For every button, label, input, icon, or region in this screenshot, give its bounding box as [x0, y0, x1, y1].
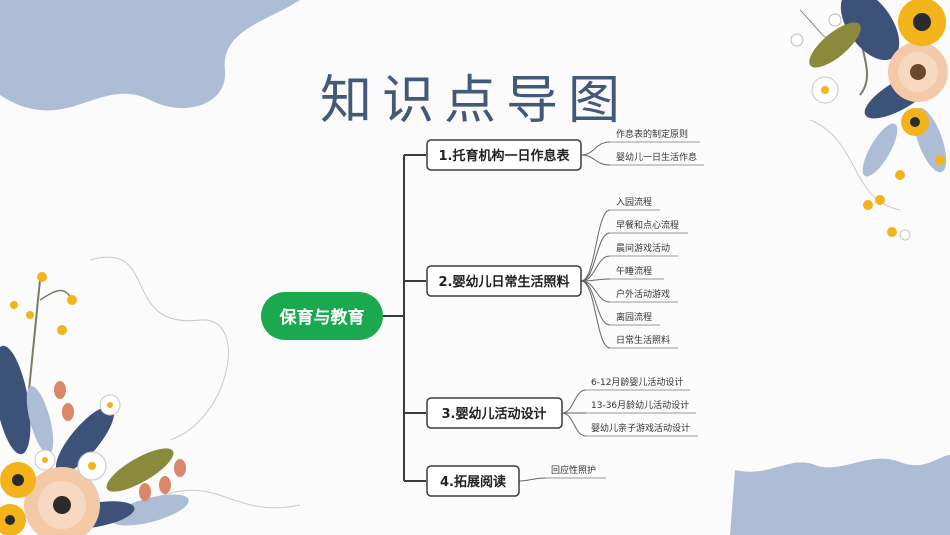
root-label: 保育与教育 — [279, 307, 365, 328]
branch-label-3: 3.婴幼儿活动设计 — [442, 406, 547, 422]
leaf-label: 婴幼儿亲子游戏活动设计 — [591, 422, 690, 434]
leaf-label: 早餐和点心流程 — [616, 219, 679, 231]
page-title: 知识点导图 — [319, 71, 630, 131]
leaf-labels: 作息表的制定原则 婴幼儿一日生活作息 入园流程 早餐和点心流程 晨间游戏活动 午… — [551, 128, 697, 476]
branch-node-4[interactable]: 4.拓展阅读 — [426, 465, 520, 497]
leaf-label: 入园流程 — [616, 196, 652, 208]
mindmap-root-node[interactable]: 保育与教育 — [261, 292, 383, 340]
leaf-label: 晨间游戏活动 — [616, 242, 670, 254]
top-left-blob — [0, 0, 300, 111]
leaf-label: 离园流程 — [616, 311, 652, 323]
leaf-label: 午睡流程 — [616, 265, 652, 277]
leaf-label: 回应性照护 — [551, 464, 596, 476]
bottom-right-blob — [730, 455, 950, 535]
top-right-floral — [790, 0, 948, 241]
mindmap-connectors — [383, 154, 426, 482]
curve-line-right — [809, 119, 901, 211]
bottom-left-floral — [0, 272, 189, 535]
curve-line-left — [89, 256, 229, 441]
branch-label-2: 2.婴幼儿日常生活照料 — [439, 274, 570, 290]
mindmap-leaf-underlines — [546, 141, 704, 479]
leaf-label: 婴幼儿一日生活作息 — [616, 151, 697, 163]
branch-label-4: 4.拓展阅读 — [440, 474, 506, 490]
leaf-label: 13-36月龄幼儿活动设计 — [591, 399, 689, 411]
curve-line-bottom — [149, 489, 301, 509]
leaf-label: 日常生活照料 — [616, 334, 670, 346]
leaf-label: 作息表的制定原则 — [616, 128, 688, 140]
mindmap-leaf-connectors — [518, 141, 611, 482]
branch-node-1[interactable]: 1.托育机构一日作息表 — [426, 139, 582, 171]
branch-node-3[interactable]: 3.婴幼儿活动设计 — [426, 397, 563, 429]
branch-label-1: 1.托育机构一日作息表 — [439, 148, 571, 164]
leaf-label: 户外活动游戏 — [616, 288, 670, 300]
branch-node-2[interactable]: 2.婴幼儿日常生活照料 — [426, 265, 582, 297]
leaf-label: 6-12月龄婴儿活动设计 — [591, 376, 683, 388]
